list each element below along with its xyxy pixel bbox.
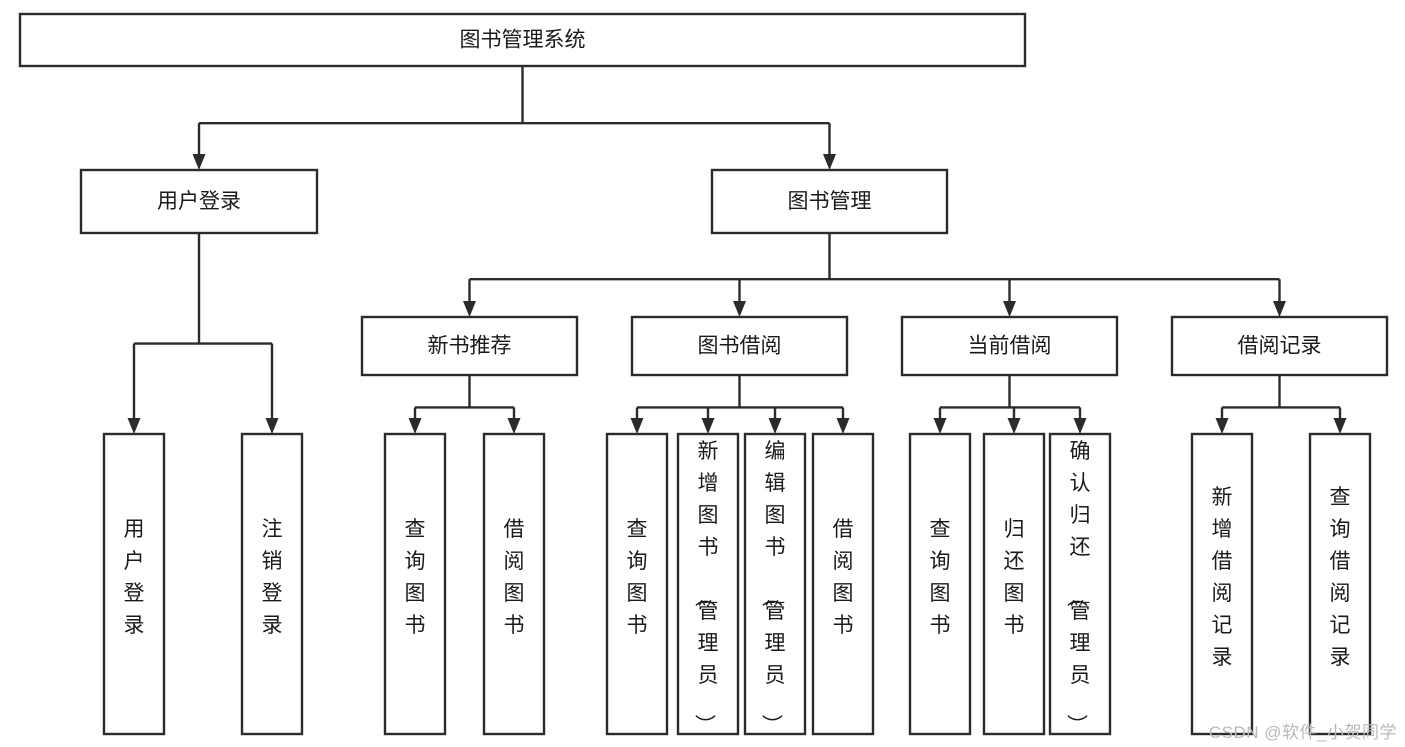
node-n-new-book-rec[interactable]: 新书推荐 [360, 315, 579, 377]
node-label: 确认归还（管理员） [1065, 440, 1091, 735]
connector-layer [127, 66, 1347, 434]
node-box [482, 432, 546, 736]
node-box [1170, 315, 1389, 377]
node-label: 查询图书 [405, 518, 426, 637]
connector-group [630, 375, 850, 434]
node-l-brw-add[interactable]: 新增图书（管理员） [676, 432, 740, 736]
connector-group [1215, 375, 1347, 434]
node-box [360, 315, 579, 377]
node-label: 查询借阅记录 [1330, 486, 1351, 669]
node-box [676, 432, 740, 736]
node-l-user-logout[interactable]: 注销登录 [240, 432, 304, 736]
node-label: 新书推荐 [428, 335, 512, 358]
node-label: 图书借阅 [698, 335, 782, 358]
node-label: 借阅记录 [1238, 335, 1322, 358]
connector-group [192, 66, 836, 170]
node-label: 注销登录 [262, 518, 283, 637]
node-box [908, 432, 972, 736]
node-label: 用户登录 [124, 518, 145, 637]
node-label: 新增图书（管理员） [693, 440, 719, 735]
node-box [18, 12, 1027, 68]
node-l-rec-query2[interactable]: 查询借阅记录 [1308, 432, 1372, 736]
node-label: 借阅图书 [833, 518, 854, 637]
node-label: 编辑图书（管理员） [760, 440, 786, 735]
connector-group [127, 233, 279, 434]
node-box [811, 432, 875, 736]
node-l-brw-query[interactable]: 查询图书 [605, 432, 669, 736]
node-l-cur-return[interactable]: 归还图书 [982, 432, 1046, 736]
node-box [1048, 432, 1112, 736]
node-label: 用户登录 [157, 190, 241, 213]
node-n-borrow-record[interactable]: 借阅记录 [1170, 315, 1389, 377]
node-box [605, 432, 669, 736]
connector-group [463, 233, 1286, 317]
node-n-book-borrow[interactable]: 图书借阅 [630, 315, 849, 377]
node-l-cur-confirm[interactable]: 确认归还（管理员） [1048, 432, 1112, 736]
node-box [383, 432, 447, 736]
node-box [79, 168, 319, 235]
node-l-user-login[interactable]: 用户登录 [102, 432, 166, 736]
node-label: 图书管理 [788, 190, 872, 213]
node-l-brw-borrow[interactable]: 借阅图书 [811, 432, 875, 736]
node-root[interactable]: 图书管理系统 [18, 12, 1027, 68]
node-label: 查询图书 [930, 518, 951, 637]
node-label: 借阅图书 [504, 518, 525, 637]
node-box [630, 315, 849, 377]
node-n-current-borrow[interactable]: 当前借阅 [900, 315, 1119, 377]
node-box [710, 168, 949, 235]
node-label: 归还图书 [1004, 518, 1025, 637]
node-box [1190, 432, 1254, 736]
node-label: 图书管理系统 [460, 29, 586, 52]
node-label: 新增借阅记录 [1212, 486, 1233, 669]
node-box [900, 315, 1119, 377]
connector-group [408, 375, 521, 434]
node-box [240, 432, 304, 736]
node-n-book-mgmt[interactable]: 图书管理 [710, 168, 949, 235]
connector-group [933, 375, 1087, 434]
node-box [1308, 432, 1372, 736]
node-l-rec-query[interactable]: 查询图书 [383, 432, 447, 736]
node-l-rec-add[interactable]: 新增借阅记录 [1190, 432, 1254, 736]
node-box [982, 432, 1046, 736]
node-l-brw-edit[interactable]: 编辑图书（管理员） [743, 432, 807, 736]
node-label: 当前借阅 [968, 335, 1052, 358]
node-box [743, 432, 807, 736]
node-layer: 图书管理系统用户登录图书管理新书推荐图书借阅当前借阅借阅记录用户登录注销登录查询… [18, 12, 1389, 736]
node-l-cur-query[interactable]: 查询图书 [908, 432, 972, 736]
node-label: 查询图书 [627, 518, 648, 637]
node-n-user-login[interactable]: 用户登录 [79, 168, 319, 235]
node-box [102, 432, 166, 736]
node-l-rec-borrow[interactable]: 借阅图书 [482, 432, 546, 736]
